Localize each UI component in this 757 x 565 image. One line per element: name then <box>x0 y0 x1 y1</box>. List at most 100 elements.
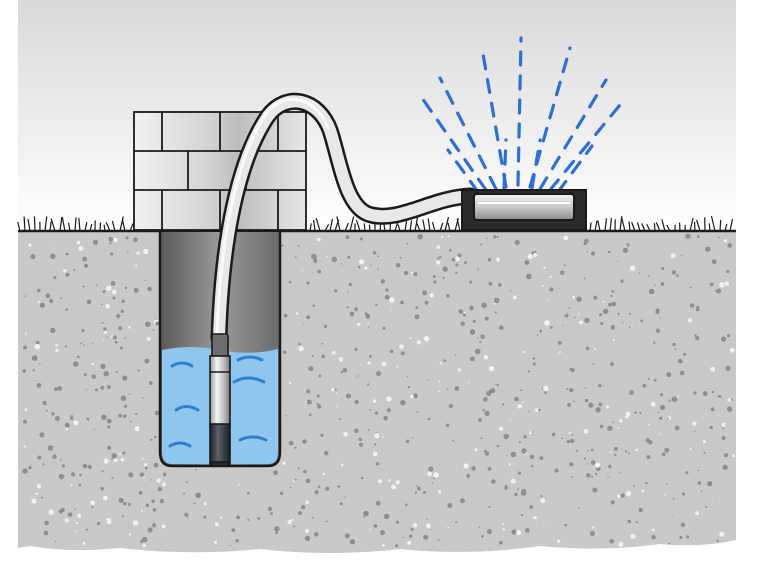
grass-blade <box>129 223 134 232</box>
soil-speckle <box>297 245 300 247</box>
grass-blade <box>427 218 431 232</box>
soil-speckle <box>469 329 476 335</box>
soil-speckle <box>442 276 445 279</box>
soil-speckle <box>122 414 127 418</box>
soil-speckle <box>556 539 561 544</box>
soil-speckle <box>565 313 567 315</box>
soil-speckle <box>679 370 685 376</box>
soil-speckle <box>406 242 409 245</box>
soil-speckle <box>85 528 88 531</box>
grass-blade <box>431 221 436 232</box>
soil-speckle <box>358 259 365 265</box>
soil-speckle <box>90 500 95 506</box>
soil-speckle <box>442 266 448 272</box>
soil-speckle <box>654 284 656 287</box>
soil-speckle <box>24 408 28 412</box>
soil-speckle <box>457 368 461 372</box>
soil-speckle <box>563 264 566 267</box>
soil-speckle <box>447 526 450 529</box>
soil-speckle <box>119 346 123 350</box>
soil-speckle <box>106 336 108 338</box>
soil-speckle <box>410 394 414 399</box>
soil-speckle <box>613 446 618 451</box>
soil-speckle <box>705 246 711 252</box>
soil-speckle <box>608 302 612 307</box>
soil-speckle <box>384 294 390 300</box>
soil-speckle <box>133 287 139 293</box>
soil-speckle <box>614 453 617 457</box>
soil-speckle <box>102 339 104 341</box>
soil-speckle <box>187 516 189 519</box>
soil-speckle <box>480 243 483 246</box>
soil-speckle <box>360 476 364 480</box>
soil-speckle <box>543 266 546 269</box>
soil-speckle <box>87 419 90 421</box>
grass-blade <box>89 223 93 232</box>
soil-speckle <box>724 281 730 286</box>
soil-speckle <box>484 451 490 456</box>
soil-speckle <box>354 399 359 405</box>
soil-speckle <box>364 266 368 270</box>
soil-speckle <box>375 500 381 506</box>
soil-speckle <box>346 306 349 309</box>
soil-speckle <box>323 324 328 328</box>
soil-speckle <box>183 492 186 495</box>
soil-speckle <box>443 359 447 362</box>
soil-speckle <box>414 314 420 320</box>
soil-speckle <box>726 334 731 338</box>
soil-speckle <box>360 363 362 366</box>
soil-speckle <box>438 380 441 383</box>
soil-speckle <box>78 483 82 487</box>
soil-speckle <box>54 415 60 422</box>
soil-speckle <box>92 239 98 245</box>
grass-blade <box>620 216 626 232</box>
soil-speckle <box>113 458 118 463</box>
soil-speckle <box>697 469 700 472</box>
soil-speckle <box>629 326 631 328</box>
soil-speckle <box>147 286 152 292</box>
soil-speckle <box>437 489 442 494</box>
soil-speckle <box>483 355 489 360</box>
soil-speckle <box>314 490 319 495</box>
soil-speckle <box>681 492 685 496</box>
soil-speckle <box>720 336 727 342</box>
soil-speckle <box>85 388 87 391</box>
grass-blade <box>666 224 671 232</box>
soil-speckle <box>490 388 496 394</box>
soil-speckle <box>354 347 358 351</box>
soil-speckle <box>612 421 614 423</box>
soil-speckle <box>683 352 687 356</box>
grass-blade <box>416 223 421 232</box>
soil-speckle <box>584 317 590 323</box>
soil-speckle <box>312 304 316 308</box>
soil-speckle <box>349 311 355 317</box>
soil-speckle <box>376 371 382 377</box>
soil-speckle <box>301 504 306 510</box>
soil-speckle <box>402 536 404 539</box>
soil-speckle <box>332 351 336 355</box>
soil-speckle <box>395 262 401 268</box>
soil-speckle <box>144 466 148 470</box>
soil-speckle <box>102 290 106 294</box>
soil-speckle <box>373 524 378 528</box>
soil-speckle <box>451 257 456 262</box>
grass-blade <box>710 215 716 232</box>
soil-speckle <box>467 381 470 384</box>
soil-speckle <box>481 302 487 309</box>
soil-speckle <box>340 263 343 265</box>
soil-speckle <box>711 259 717 265</box>
soil-speckle <box>722 464 728 470</box>
soil-speckle <box>359 237 363 241</box>
soil-speckle <box>134 426 140 432</box>
soil-speckle <box>288 440 294 446</box>
soil-speckle <box>118 413 123 418</box>
soil-speckle <box>101 414 107 420</box>
soil-speckle <box>152 329 154 331</box>
soil-speckle <box>527 253 533 260</box>
soil-speckle <box>521 488 527 494</box>
soil-speckle <box>560 437 563 440</box>
soil-speckle <box>145 321 151 328</box>
grass-blade <box>589 222 592 232</box>
soil-speckle <box>31 355 38 361</box>
